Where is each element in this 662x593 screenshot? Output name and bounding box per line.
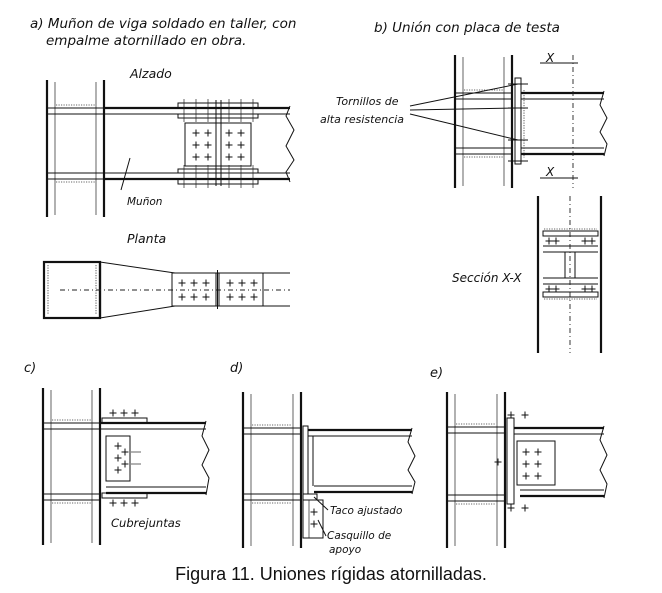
- stub-beam-a: [104, 105, 295, 183]
- label-x-bottom: X: [545, 165, 555, 179]
- label-e: e): [430, 366, 443, 381]
- column-a: [45, 80, 106, 217]
- label-c: c): [24, 361, 36, 376]
- diagram-d: [241, 392, 416, 548]
- diagram-b-elevation: [409, 55, 608, 188]
- label-a-title-2: empalme atornillado en obra.: [46, 33, 246, 49]
- label-tornillos-2: alta resistencia: [320, 113, 404, 126]
- label-planta: Planta: [127, 231, 166, 246]
- flange-splice-plates-a: [177, 100, 259, 186]
- label-casquillo-2: apoyo: [329, 544, 361, 556]
- diagram-a-elevation: [45, 80, 295, 217]
- label-tornillos-1: Tornillos de: [336, 95, 399, 108]
- web-splice-plate-a: [184, 122, 252, 167]
- bolts-a-elevation: [183, 99, 254, 188]
- figure-caption: Figura 11. Uniones rígidas atornilladas.: [175, 564, 487, 584]
- label-a-title-1: a) Muñon de viga soldado en taller, con: [30, 16, 296, 32]
- label-munon: Muñon: [127, 196, 162, 208]
- label-alzado: Alzado: [129, 66, 172, 81]
- label-d: d): [230, 361, 243, 376]
- label-b-title: b) Unión con placa de testa: [374, 20, 560, 36]
- diagram-a-plan: [42, 260, 290, 320]
- label-casquillo-1: Casquillo de: [327, 530, 391, 542]
- label-seccion-xx: Sección X-X: [452, 271, 522, 285]
- munon-leader: [120, 157, 131, 191]
- diagram-c: [41, 388, 210, 545]
- label-cubrejuntas: Cubrejuntas: [111, 516, 181, 530]
- diagram-b-section-xx: [536, 196, 603, 353]
- diagram-e: [445, 392, 608, 548]
- label-x-top: X: [545, 51, 555, 65]
- label-taco: Taco ajustado: [330, 505, 402, 517]
